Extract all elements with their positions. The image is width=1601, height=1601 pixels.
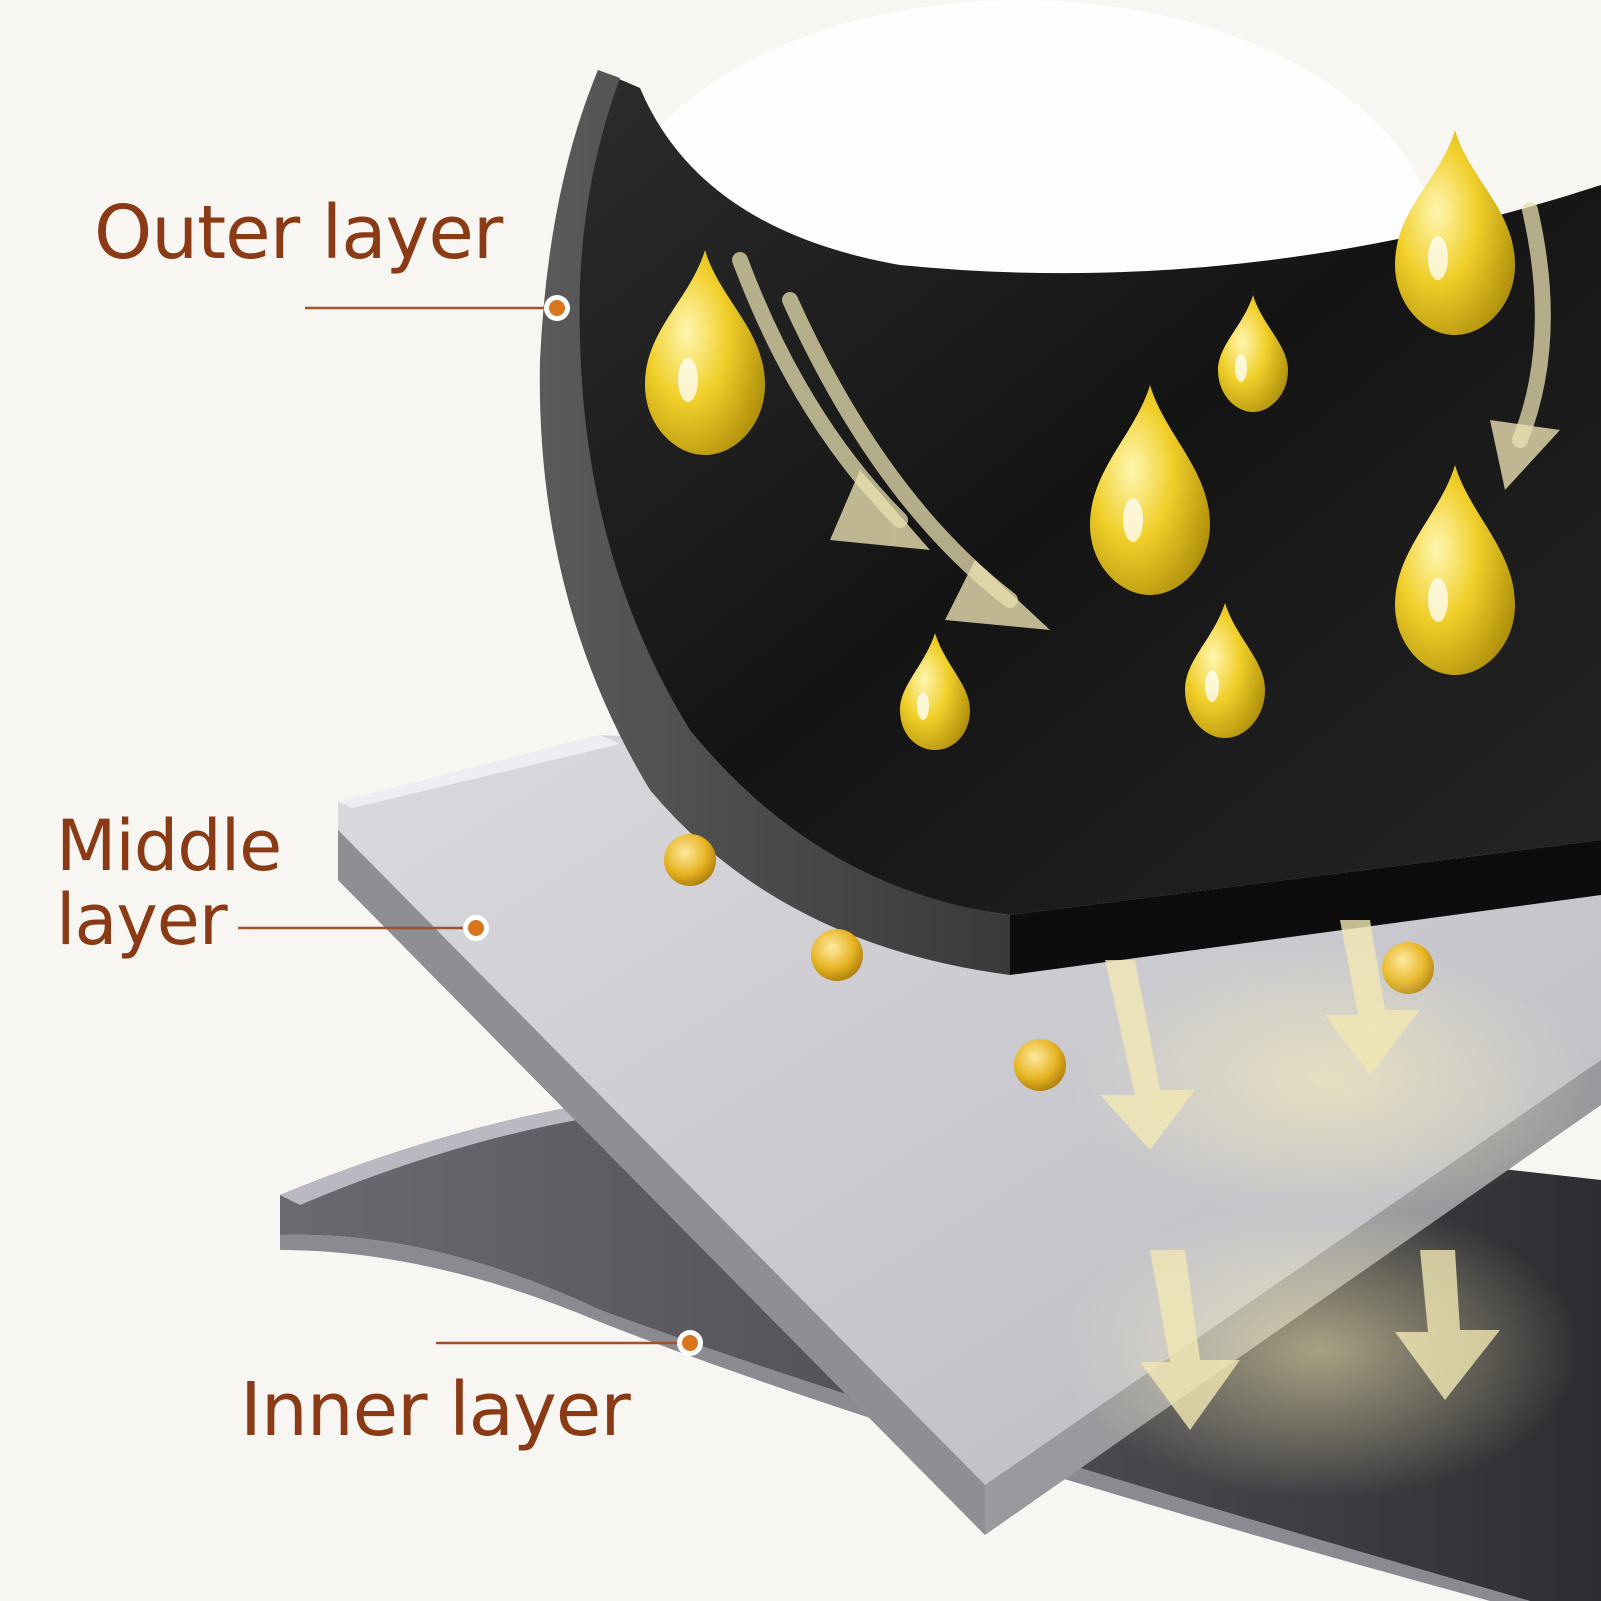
oil-bead-icon bbox=[664, 834, 716, 886]
glow-middle bbox=[1070, 940, 1590, 1220]
flow-arrow-icon bbox=[1325, 920, 1420, 1075]
inner-layer-label: Inner layer bbox=[240, 1367, 631, 1453]
outer-layer-sheet bbox=[539, 70, 1601, 975]
oil-droplet-icon bbox=[1395, 465, 1515, 675]
flow-arrow-heads-outer bbox=[830, 420, 1560, 630]
flow-arrows-lower bbox=[1100, 920, 1500, 1430]
flow-arrow-icon bbox=[1512, 202, 1551, 448]
oil-droplets bbox=[645, 130, 1515, 750]
outer-layer-label: Outer layer bbox=[94, 190, 503, 276]
oil-bead-icon bbox=[811, 929, 863, 981]
flow-arrow-icon bbox=[1490, 420, 1560, 490]
flow-arrow-icon bbox=[1140, 1250, 1240, 1430]
oil-droplet-icon bbox=[1218, 295, 1288, 412]
oil-droplet-icon bbox=[1090, 385, 1210, 595]
leader-outer bbox=[305, 295, 570, 321]
oil-droplet-icon bbox=[1395, 130, 1515, 335]
flow-arrow-icon bbox=[1100, 960, 1195, 1150]
flow-arrow-icon bbox=[1395, 1250, 1500, 1400]
leader-middle bbox=[238, 915, 489, 941]
flow-arrow-icon bbox=[945, 560, 1050, 630]
oil-droplet-icon bbox=[645, 250, 765, 455]
leader-inner bbox=[436, 1330, 703, 1356]
oil-droplet-icon bbox=[900, 633, 970, 750]
flow-arrow-icon bbox=[830, 470, 930, 550]
glow-inner bbox=[1060, 1200, 1580, 1500]
oil-droplet-icon bbox=[1185, 603, 1265, 738]
oil-bead-icon bbox=[1014, 1039, 1066, 1091]
middle-layer-label: Middle layer bbox=[56, 805, 282, 961]
